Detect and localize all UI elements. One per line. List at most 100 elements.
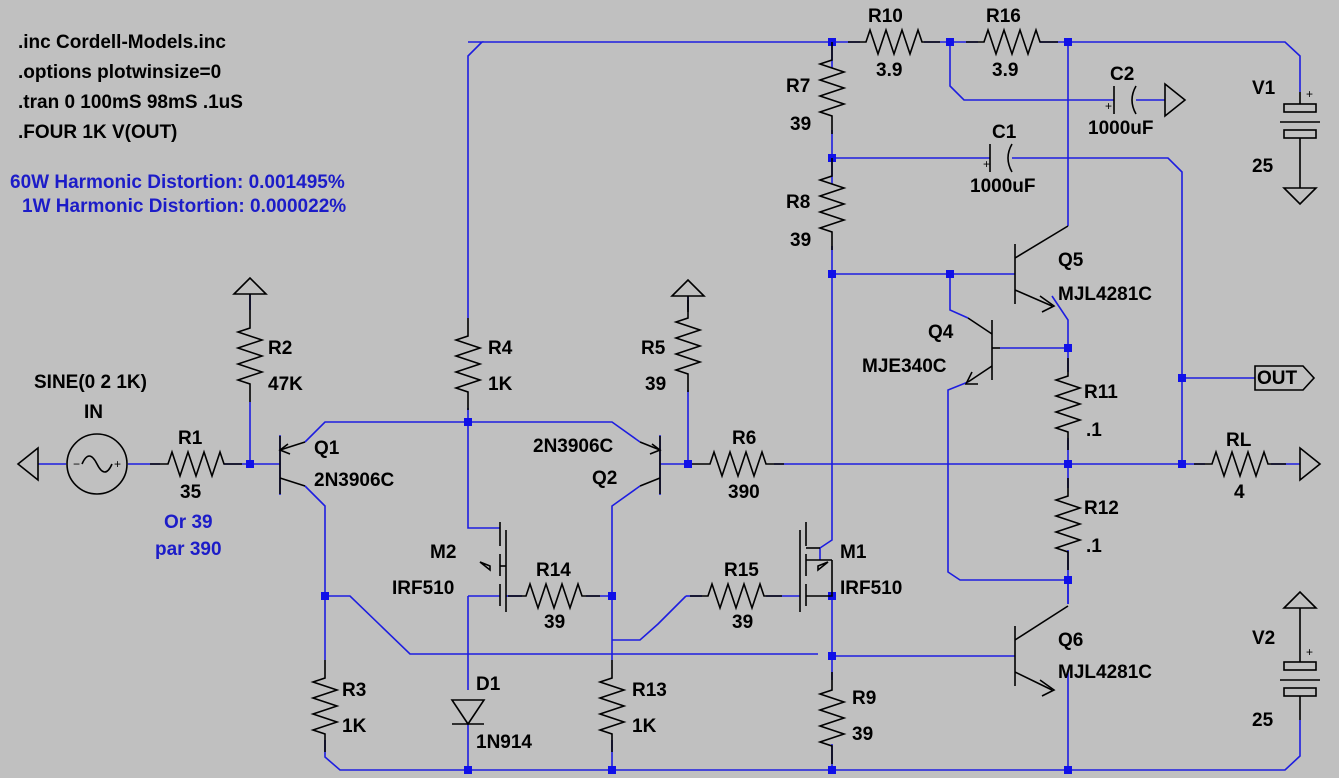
r4-name: R4 xyxy=(488,338,513,359)
r7-name: R7 xyxy=(786,76,810,97)
r8-name: R8 xyxy=(786,192,810,213)
r12-name: R12 xyxy=(1084,498,1119,519)
r14-value: 39 xyxy=(544,612,565,633)
vin-name: IN xyxy=(84,402,103,423)
d1-value: 1N914 xyxy=(476,732,532,753)
r1-alt-note-1: Or 39 xyxy=(164,512,213,533)
r11-name: R11 xyxy=(1084,382,1118,403)
r1-value: 35 xyxy=(180,482,202,503)
r12-symbol[interactable] xyxy=(1055,477,1081,571)
m2-name: M2 xyxy=(430,542,456,563)
c1-name: C1 xyxy=(992,122,1017,143)
r1-name: R1 xyxy=(178,428,203,449)
r9-symbol[interactable] xyxy=(819,671,845,765)
v1-gnd-symbol xyxy=(1283,171,1317,205)
q2-value: 2N3906C xyxy=(533,436,614,457)
r4-symbol[interactable] xyxy=(455,317,481,411)
r2-symbol[interactable] xyxy=(237,309,263,403)
r13-value: 1K xyxy=(632,716,657,737)
d1-symbol[interactable] xyxy=(450,699,486,726)
c2-name: C2 xyxy=(1110,64,1134,85)
v1-value: 25 xyxy=(1252,156,1274,177)
r8-symbol[interactable] xyxy=(819,157,845,251)
v1-name: V1 xyxy=(1252,78,1276,99)
q5-name: Q5 xyxy=(1058,250,1084,271)
r12-value: .1 xyxy=(1086,536,1102,557)
r5-gnd-symbol xyxy=(671,279,705,313)
r3-value: 1K xyxy=(342,716,367,737)
gnd-symbol xyxy=(1164,82,1187,118)
svg-text:−: − xyxy=(73,457,80,471)
rl-symbol[interactable] xyxy=(1193,451,1287,477)
r15-symbol[interactable] xyxy=(689,583,783,609)
r9-name: R9 xyxy=(852,688,876,709)
c2-value: 1000uF xyxy=(1088,118,1153,139)
r5-value: 39 xyxy=(645,374,666,395)
right-gnd-symbol xyxy=(1299,446,1322,482)
r6-symbol[interactable] xyxy=(691,451,785,477)
q6-value: MJL4281C xyxy=(1058,662,1152,683)
m1-name: M1 xyxy=(840,542,867,563)
directive-tran: .tran 0 100mS 98mS .1uS xyxy=(18,92,243,113)
out-port-symbol[interactable] xyxy=(1254,365,1316,391)
spice-directives: .inc Cordell-Models.inc .options plotwin… xyxy=(18,32,243,143)
q6-name: Q6 xyxy=(1058,630,1083,651)
sine-source-symbol[interactable] xyxy=(66,433,128,495)
junctions xyxy=(246,38,1186,774)
r14-name: R14 xyxy=(536,560,571,581)
q6-symbol[interactable] xyxy=(1014,605,1069,697)
r13-symbol[interactable] xyxy=(599,659,625,753)
r14-symbol[interactable] xyxy=(507,583,601,609)
r15-value: 39 xyxy=(732,612,753,633)
r8-value: 39 xyxy=(790,230,811,251)
m2-symbol[interactable] xyxy=(479,522,507,612)
r6-value: 390 xyxy=(728,482,760,503)
r9-value: 39 xyxy=(852,724,873,745)
r1-alt-note-2: par 390 xyxy=(155,539,222,560)
wires xyxy=(38,41,1301,771)
r16-symbol[interactable] xyxy=(965,29,1059,55)
r16-name: R16 xyxy=(986,6,1021,27)
r7-value: 39 xyxy=(790,114,811,135)
directive-include: .inc Cordell-Models.inc xyxy=(18,32,226,53)
r1-symbol[interactable] xyxy=(149,451,243,477)
v1-symbol[interactable] xyxy=(1280,92,1320,154)
c1-value: 1000uF xyxy=(970,176,1035,197)
r13-name: R13 xyxy=(632,680,667,701)
r10-name: R10 xyxy=(868,6,903,27)
distortion-1w-note: 1W Harmonic Distortion: 0.000022% xyxy=(22,196,346,217)
left-gnd-symbol xyxy=(16,446,39,482)
q4-symbol[interactable] xyxy=(964,317,1000,385)
c2-symbol[interactable] xyxy=(1113,85,1137,115)
r10-symbol[interactable] xyxy=(847,29,941,55)
polarity-marks: + + + + + − xyxy=(73,87,1313,659)
q5-symbol[interactable] xyxy=(1014,225,1069,313)
m1-symbol[interactable] xyxy=(799,522,833,612)
svg-text:+: + xyxy=(1306,87,1313,101)
q1-name: Q1 xyxy=(314,438,340,459)
r3-symbol[interactable] xyxy=(312,659,338,753)
c1-symbol[interactable] xyxy=(989,143,1013,173)
q1-value: 2N3906C xyxy=(314,470,395,491)
m1-value: IRF510 xyxy=(840,578,902,599)
v2-gnd-symbol xyxy=(1283,591,1317,625)
q2-name: Q2 xyxy=(592,468,617,489)
r5-symbol[interactable] xyxy=(675,299,701,393)
r15-name: R15 xyxy=(724,560,759,581)
r7-symbol[interactable] xyxy=(819,41,845,135)
v2-value: 25 xyxy=(1252,710,1274,731)
rl-name: RL xyxy=(1226,430,1252,451)
r2-value: 47K xyxy=(268,374,303,395)
r16-value: 3.9 xyxy=(992,60,1018,81)
v2-symbol[interactable] xyxy=(1280,650,1320,720)
rl-value: 4 xyxy=(1234,482,1245,503)
out-port-label[interactable]: OUT xyxy=(1257,368,1298,389)
symbols xyxy=(16,29,1322,765)
vin-value: SINE(0 2 1K) xyxy=(34,372,147,393)
q2-symbol[interactable] xyxy=(639,436,662,494)
directive-options: .options plotwinsize=0 xyxy=(18,62,221,83)
r11-symbol[interactable] xyxy=(1055,357,1081,451)
q1-symbol[interactable] xyxy=(278,436,306,494)
r11-value: .1 xyxy=(1086,420,1102,441)
